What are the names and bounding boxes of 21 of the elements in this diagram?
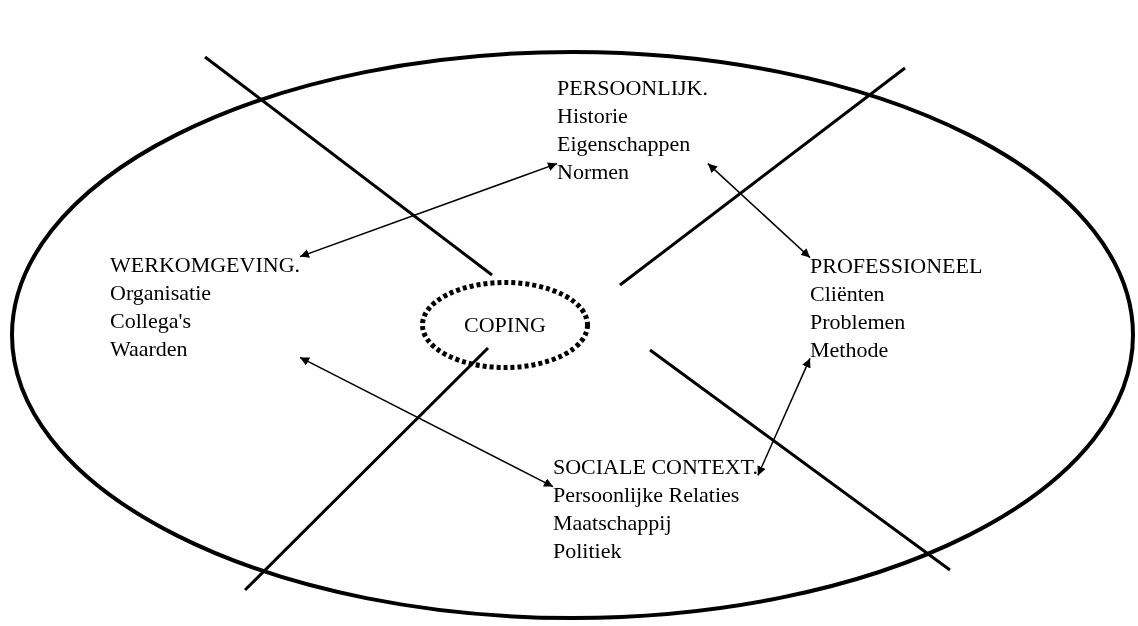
list-item: Collega's xyxy=(110,307,191,335)
list-item: Organisatie xyxy=(110,279,211,307)
list-item: Problemen xyxy=(810,308,906,336)
list-item: Cliënten xyxy=(810,280,885,308)
list-item: Persoonlijke Relaties xyxy=(553,481,740,509)
section-heading: SOCIALE CONTEXT. xyxy=(553,453,758,481)
section-heading: PROFESSIONEEL xyxy=(810,252,983,280)
list-item: Eigenschappen xyxy=(557,130,691,158)
section-heading: PERSOONLIJK. xyxy=(557,74,708,102)
double-arrow xyxy=(299,162,558,258)
list-item: Methode xyxy=(810,336,889,364)
double-arrow xyxy=(707,162,811,259)
section-heading: WERKOMGEVING. xyxy=(110,251,301,279)
center-label: COPING xyxy=(464,311,546,339)
list-item: Normen xyxy=(557,158,630,186)
double-arrow xyxy=(299,356,554,488)
list-item: Maatschappij xyxy=(553,509,672,537)
list-item: Waarden xyxy=(110,335,188,363)
list-item: Politiek xyxy=(553,537,622,565)
list-item: Historie xyxy=(557,102,628,130)
double-arrow xyxy=(757,357,811,477)
